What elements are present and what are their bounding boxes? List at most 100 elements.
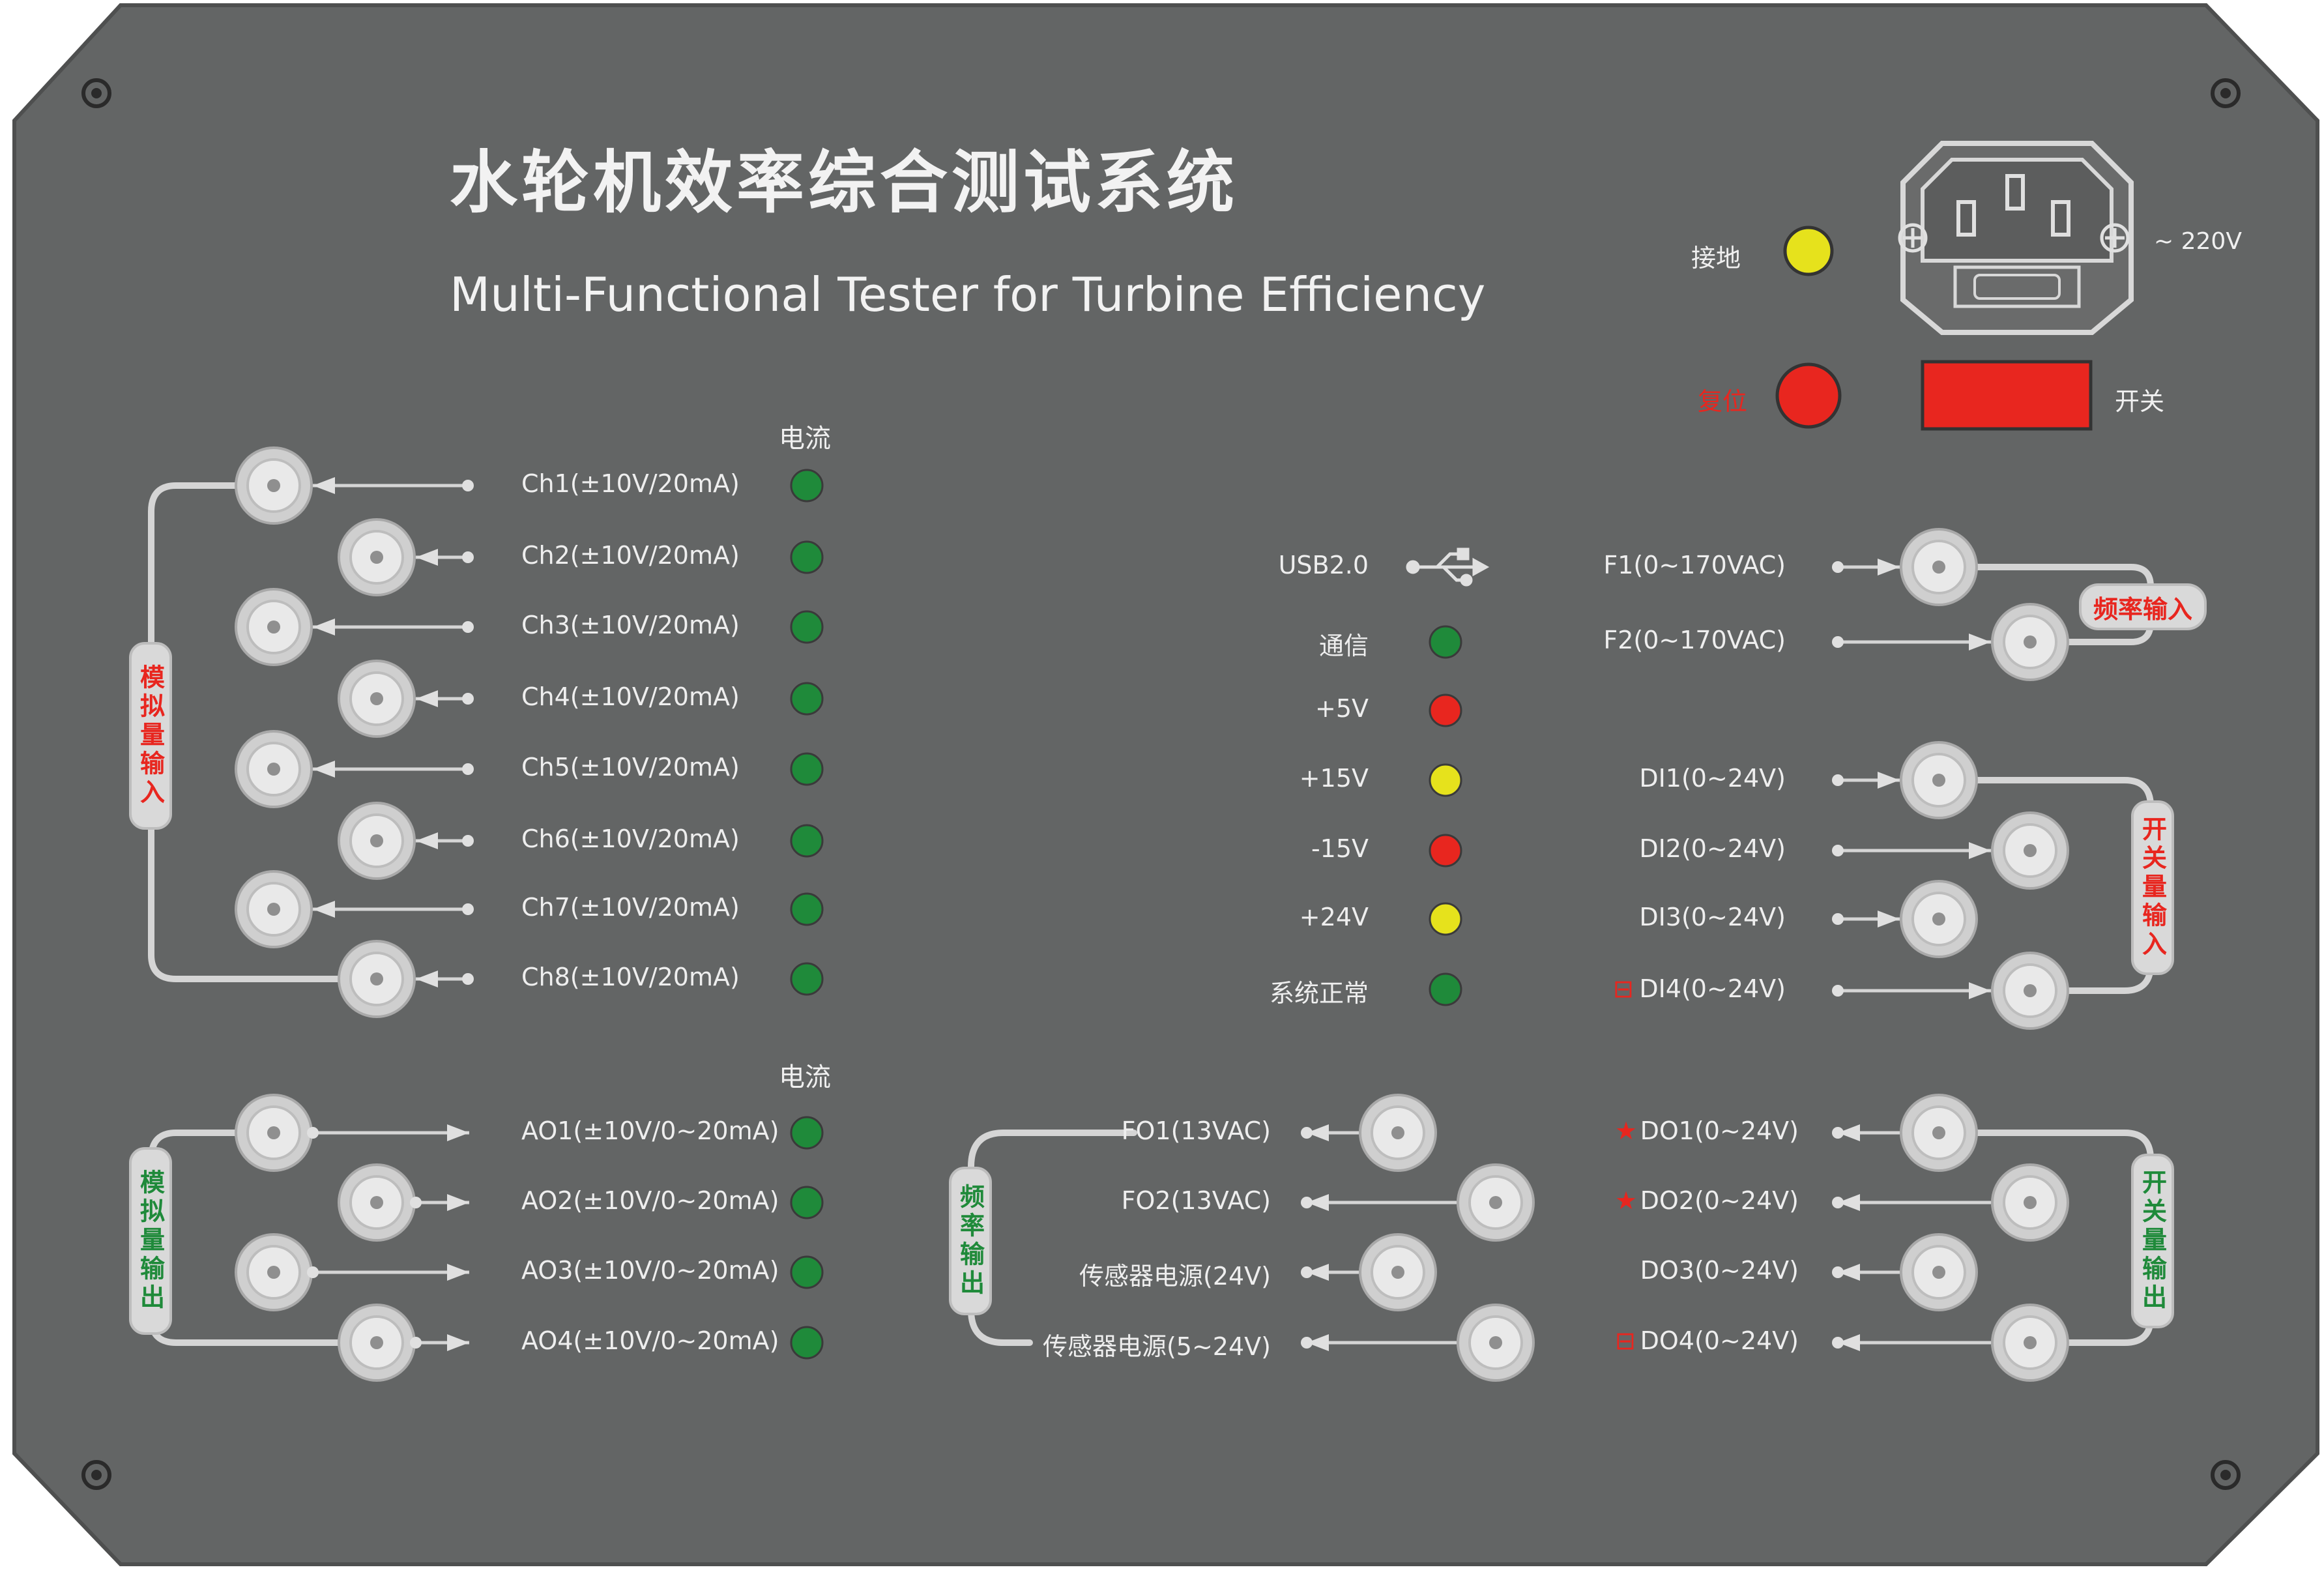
- status-led: [1429, 763, 1462, 797]
- digital-output-connector[interactable]: [1991, 1304, 2069, 1382]
- ground-label: 接地: [1691, 244, 1741, 272]
- signal-arrow: [313, 477, 474, 494]
- analog-input-tag: 模拟量输入: [129, 642, 172, 830]
- freq-input-connector[interactable]: [1991, 603, 2069, 681]
- switch-label: 开关: [2115, 387, 2165, 416]
- analog-input-connector[interactable]: [338, 802, 416, 880]
- status-led: [1429, 972, 1462, 1006]
- digital-input-connector[interactable]: [1900, 880, 1978, 958]
- current-led: [790, 540, 824, 574]
- status-label: +24V: [1299, 903, 1369, 931]
- digital-output-label: DO4(0~24V): [1640, 1326, 1799, 1355]
- page-title: 水轮机效率综合测试系统: [450, 143, 1239, 222]
- usb-icon: [1406, 547, 1490, 587]
- signal-arrow: [1832, 1194, 1991, 1211]
- analog-output-label: AO3(±10V/0~20mA): [521, 1256, 779, 1285]
- signal-arrow: [1301, 1124, 1359, 1141]
- screw-icon: [2211, 78, 2241, 108]
- current-led: [790, 962, 824, 996]
- analog-output-connector[interactable]: [235, 1233, 313, 1311]
- signal-arrow: [1832, 842, 1991, 859]
- current-led: [790, 469, 824, 503]
- analog-input-connector[interactable]: [235, 446, 313, 525]
- signal-arrow: [313, 761, 474, 778]
- panel-body: [12, 3, 2319, 1566]
- digital-output-tag: 开关量输出: [2131, 1154, 2174, 1328]
- current-led: [790, 824, 824, 858]
- power-switch: [1921, 360, 2093, 431]
- freq-output-connector[interactable]: [1359, 1094, 1437, 1172]
- digital-output-label: DO3(0~24V): [1640, 1256, 1799, 1285]
- analog-input-connector[interactable]: [338, 660, 416, 738]
- signal-arrow: [416, 832, 474, 849]
- digital-output-label: DO1(0~24V): [1640, 1116, 1799, 1145]
- freq-input-connector[interactable]: [1900, 528, 1978, 606]
- signal-arrow: [1832, 1334, 1991, 1351]
- ground-indicator: [1783, 226, 1834, 276]
- freq-output-connector[interactable]: [1457, 1304, 1535, 1382]
- status-label: +5V: [1315, 694, 1369, 723]
- analog-input-label: Ch7(±10V/20mA): [521, 893, 740, 922]
- analog-input-label: Ch3(±10V/20mA): [521, 611, 740, 639]
- freq-output-connector[interactable]: [1359, 1233, 1437, 1311]
- signal-lines: [307, 477, 1991, 1351]
- digital-input-label: DI4(0~24V): [1639, 974, 1786, 1003]
- analog-input-connector[interactable]: [338, 940, 416, 1018]
- signal-arrow: [416, 549, 474, 566]
- analog-output-connector[interactable]: [235, 1094, 313, 1172]
- signal-arrow: [1832, 772, 1900, 789]
- status-led: [1429, 625, 1462, 659]
- digital-output-mark: ⊟: [1615, 1326, 1636, 1355]
- digital-output-connector[interactable]: [1991, 1163, 2069, 1242]
- freq-output-label: FO2(13VAC): [1121, 1186, 1271, 1215]
- current-led: [790, 1255, 824, 1289]
- current-header: 电流: [779, 1062, 831, 1092]
- screw-icon: [2211, 1460, 2241, 1490]
- analog-output-connector[interactable]: [338, 1304, 416, 1382]
- current-led: [790, 1326, 824, 1360]
- analog-input-connector[interactable]: [235, 588, 313, 666]
- current-led: [790, 610, 824, 644]
- signal-arrow: [1832, 634, 1991, 650]
- analog-input-label: Ch1(±10V/20mA): [521, 469, 740, 498]
- freq-output-tag: 频率输出: [949, 1167, 992, 1315]
- analog-output-label: AO1(±10V/0~20mA): [521, 1116, 779, 1145]
- status-label: +15V: [1299, 764, 1369, 793]
- analog-input-connector[interactable]: [338, 518, 416, 596]
- analog-input-label: Ch5(±10V/20mA): [521, 753, 740, 781]
- digital-input-connector[interactable]: [1900, 741, 1978, 819]
- signal-arrow: [416, 690, 474, 707]
- signal-arrow: [410, 1334, 469, 1351]
- digital-input-label: DI3(0~24V): [1639, 903, 1786, 931]
- status-led: [1429, 834, 1462, 868]
- analog-output-tag: 模拟量输出: [129, 1147, 172, 1335]
- status-led: [1429, 902, 1462, 936]
- freq-input-label: F2(0~170VAC): [1603, 626, 1786, 654]
- current-led: [790, 1116, 824, 1150]
- analog-input-connector[interactable]: [235, 730, 313, 808]
- digital-output-connector[interactable]: [1900, 1233, 1978, 1311]
- digital-output-connector[interactable]: [1900, 1094, 1978, 1172]
- screws: [81, 78, 2241, 1490]
- digital-input-label: DI2(0~24V): [1639, 834, 1786, 863]
- freq-output-label: FO1(13VAC): [1121, 1116, 1271, 1145]
- digital-input-connector[interactable]: [1991, 952, 2069, 1030]
- analog-output-label: AO4(±10V/0~20mA): [521, 1326, 779, 1355]
- bnc-connectors: [235, 446, 2069, 1382]
- signal-arrow: [1832, 911, 1900, 927]
- analog-output-connector[interactable]: [338, 1163, 416, 1242]
- freq-output-label: 传感器电源(5~24V): [1042, 1332, 1271, 1361]
- current-led: [790, 892, 824, 926]
- freq-input-label: F1(0~170VAC): [1603, 551, 1786, 579]
- analog-input-connector[interactable]: [235, 870, 313, 948]
- status-label: 系统正常: [1269, 979, 1369, 1008]
- digital-input-connector[interactable]: [1991, 811, 2069, 890]
- digital-output-mark: ★: [1615, 1186, 1638, 1215]
- freq-output-connector[interactable]: [1457, 1163, 1535, 1242]
- status-label: 通信: [1318, 632, 1369, 660]
- signal-arrow: [1832, 982, 1991, 999]
- digital-input-label: DI1(0~24V): [1639, 764, 1786, 793]
- signal-arrow: [1832, 559, 1900, 576]
- analog-output-label: AO2(±10V/0~20mA): [521, 1186, 779, 1215]
